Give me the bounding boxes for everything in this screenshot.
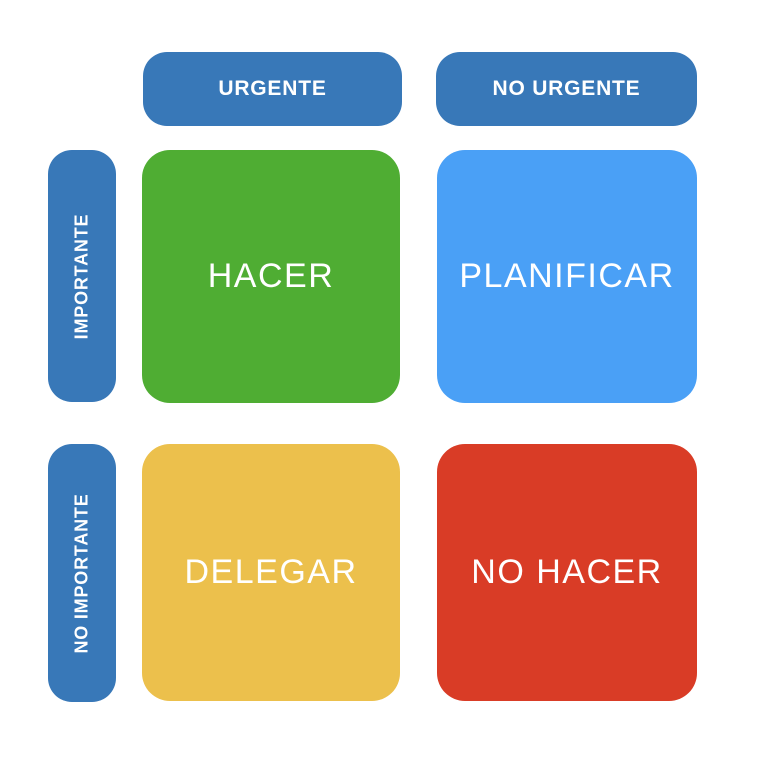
column-header-no-urgente-label: NO URGENTE — [492, 77, 641, 100]
column-header-urgente: URGENTE — [143, 52, 402, 126]
quadrant-no-hacer-label: NO HACER — [471, 553, 663, 591]
row-header-no-importante: NO IMPORTANTE — [48, 444, 116, 702]
quadrant-planificar-label: PLANIFICAR — [459, 257, 675, 295]
column-header-no-urgente: NO URGENTE — [436, 52, 697, 126]
row-header-no-importante-label: NO IMPORTANTE — [71, 492, 92, 654]
row-header-importante: IMPORTANTE — [48, 150, 116, 402]
quadrant-delegar-label: DELEGAR — [184, 553, 358, 591]
quadrant-hacer-label: HACER — [207, 257, 335, 295]
column-header-urgente-label: URGENTE — [218, 77, 327, 100]
quadrant-hacer: HACER — [142, 150, 400, 403]
quadrant-delegar: DELEGAR — [142, 444, 400, 701]
quadrant-no-hacer: NO HACER — [437, 444, 697, 701]
row-header-importante-label: IMPORTANTE — [71, 213, 92, 339]
quadrant-planificar: PLANIFICAR — [437, 150, 697, 403]
